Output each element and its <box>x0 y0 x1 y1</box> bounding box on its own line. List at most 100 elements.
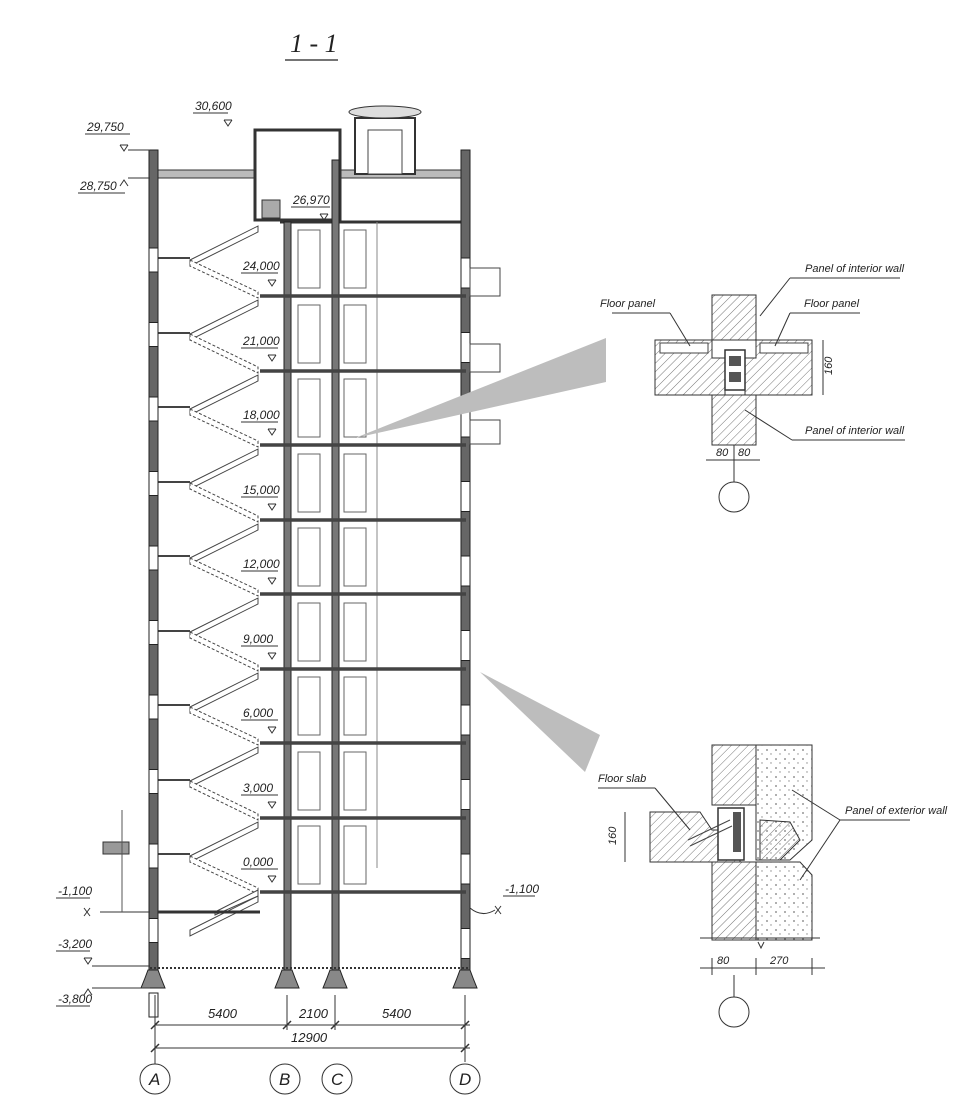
window-d-4 <box>460 555 471 587</box>
interior-wall-c <box>331 159 340 971</box>
window-a-2 <box>148 396 159 422</box>
floor-elev-arrow-0 <box>267 279 277 287</box>
detail1-dim-height: 160 <box>823 356 835 375</box>
floor-elev-label-6: 6,000 <box>243 706 273 720</box>
stair-flight-down-6 <box>189 706 259 746</box>
stair-flight-down-7 <box>189 780 259 821</box>
window-d-5 <box>460 630 471 661</box>
floor-elev-label-7: 3,000 <box>243 781 273 795</box>
window-d-8 <box>460 853 471 885</box>
door-cd-1 <box>343 304 367 364</box>
callout-wedge-bottom <box>480 672 600 772</box>
window-d-7 <box>460 779 471 810</box>
detail2-label-floor-slab: Floor slab <box>598 773 646 785</box>
elev-foundation-base: -3,800 <box>58 992 92 1006</box>
floor-elev-label-1: 21,000 <box>242 334 280 348</box>
detail2-inner-wall-lower <box>711 861 757 941</box>
stair-flight-basement <box>214 889 259 916</box>
foundation-0 <box>140 969 166 989</box>
door-cd-8 <box>343 825 367 885</box>
axis-bubble-d <box>449 1063 481 1095</box>
detail1-label-floor-panel-right: Floor panel <box>804 298 860 310</box>
elev-parapet-top: 29,750 <box>86 120 124 134</box>
building-section <box>100 105 501 1018</box>
detail2-exterior-panel-lower <box>755 861 813 941</box>
door-bc-3 <box>297 453 321 513</box>
detail-interior-junction: 160 80 80 Panel of interior wall Floor p… <box>600 263 905 513</box>
floor-elev-arrow-6 <box>267 726 277 734</box>
floor-elev-arrow-8 <box>267 875 277 883</box>
elev-attic-floor: 26,970 <box>292 193 330 207</box>
door-cd-4 <box>343 527 367 587</box>
balcony-3 <box>469 419 501 445</box>
elev-parapet-low: 28,750 <box>79 179 117 193</box>
balcony-1 <box>469 267 501 297</box>
floor-elev-arrow-3 <box>267 503 277 511</box>
doors <box>297 229 367 885</box>
axis-bubble-c <box>321 1063 353 1095</box>
detail2-label-panel-exterior: Panel of exterior wall <box>845 805 948 817</box>
axis-bubbles: A B C D <box>139 1062 481 1095</box>
dim-span-cd: 5400 <box>382 1006 412 1021</box>
elev-top-roof: 30,600 <box>195 99 232 113</box>
door-bc-7 <box>297 751 321 811</box>
floor-elev-label-5: 9,000 <box>243 632 273 646</box>
window-d-3 <box>460 481 471 512</box>
interior-wall-b <box>283 221 292 971</box>
floor-elev-arrow-4 <box>267 577 277 585</box>
window-d-9 <box>460 928 471 959</box>
detail2-dim-b: 270 <box>769 955 789 967</box>
window-d-6 <box>460 704 471 736</box>
stair-flight-down-3 <box>189 482 259 523</box>
axis-bubble-a <box>139 1063 171 1095</box>
foundations <box>140 969 478 989</box>
floor-elev-arrow-5 <box>267 652 277 660</box>
window-a-5 <box>148 620 159 645</box>
stair-flight-down-2 <box>189 408 259 448</box>
door-cd-5 <box>343 602 367 662</box>
foundation-3 <box>452 969 478 989</box>
floor-elev-arrow-1 <box>267 354 277 362</box>
foundation-2 <box>322 969 348 989</box>
stair-flight-down-0 <box>189 259 259 299</box>
dim-span-ab: 5400 <box>208 1006 238 1021</box>
window-a-6 <box>148 694 159 720</box>
door-bc-4 <box>297 527 321 587</box>
axis-label-b: B <box>279 1070 290 1089</box>
floor-elev-label-0: 24,000 <box>242 259 280 273</box>
floor-elev-arrow-2 <box>267 428 277 436</box>
detail2-inner-wall-upper <box>711 744 757 806</box>
floor-elev-label-2: 18,000 <box>243 408 280 422</box>
dim-span-bc: 2100 <box>298 1006 329 1021</box>
window-a-9 <box>148 918 159 943</box>
elevation-marks: 30,600 29,750 28,750 26,970 24,000 21,000… <box>56 99 539 1007</box>
floor-elev-label-4: 12,000 <box>243 557 280 571</box>
detail1-label-panel-interior-top: Panel of interior wall <box>805 263 905 275</box>
elev-basement-floor: -3,200 <box>58 937 92 951</box>
dimension-chain: 5400 2100 5400 12900 <box>150 995 470 1062</box>
door-bc-0 <box>297 229 321 289</box>
lift-machine <box>261 199 281 219</box>
door-cd-6 <box>343 676 367 736</box>
door-cd-2 <box>343 378 367 438</box>
detail-exterior-junction: 160 80 270 Floor slab Panel of exterior … <box>598 744 948 1028</box>
axis-bubble-b <box>269 1063 301 1095</box>
window-d-0 <box>460 257 471 289</box>
window-a-4 <box>148 545 159 571</box>
detail2-marker-circle <box>718 996 750 1028</box>
vent-shaft-inner <box>367 129 403 175</box>
detail1-marker-circle <box>718 481 750 513</box>
floor-elev-arrow-7 <box>267 801 277 809</box>
window-a-1 <box>148 322 159 347</box>
stair-flight-up-9 <box>189 895 259 937</box>
window-a-7 <box>148 769 159 794</box>
door-bc-8 <box>297 825 321 885</box>
axis-label-a: A <box>148 1070 160 1089</box>
detail1-label-floor-panel-left: Floor panel <box>600 298 656 310</box>
door-cd-3 <box>343 453 367 513</box>
detail2-dim-height: 160 <box>607 826 619 845</box>
detail1-dim-b: 80 <box>738 447 751 459</box>
callout-wedge-top <box>355 338 606 438</box>
detail1-lower-wall <box>711 394 757 446</box>
